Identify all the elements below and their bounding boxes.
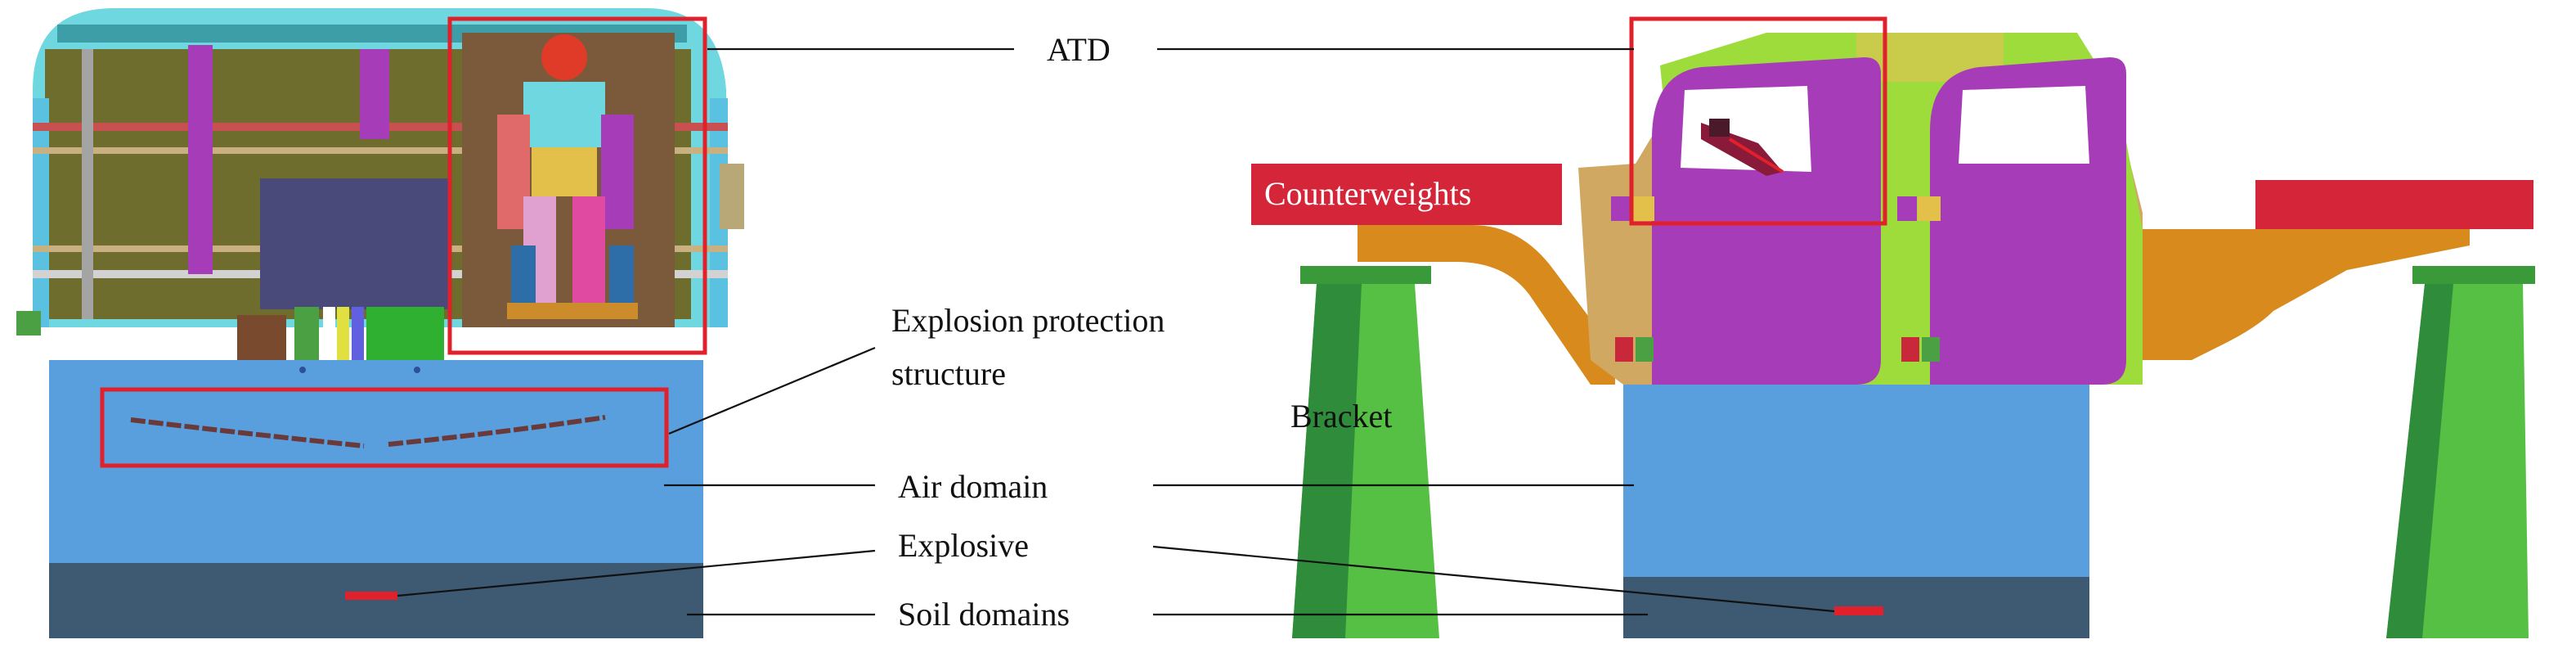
- side-seat-front: [1652, 57, 1881, 385]
- label-explosive: Explosive: [898, 527, 1029, 564]
- front-protection-highlight-box: [100, 387, 669, 468]
- front-view-model: [16, 8, 744, 638]
- right-counterweight: [2255, 180, 2533, 229]
- front-explosion-protection-structure: [130, 415, 606, 448]
- leader-lines: [397, 47, 1835, 616]
- side-air-domain: [1623, 376, 2089, 577]
- side-atd-highlight-box: [1629, 16, 1887, 226]
- left-support-arm: [1358, 225, 1615, 385]
- right-bracket: [2386, 266, 2535, 638]
- side-seat-rear: [1930, 57, 2126, 385]
- explosive-leader-right: [1152, 545, 1835, 613]
- left-bracket: [1292, 266, 1439, 638]
- side-view-model: [1251, 16, 2535, 638]
- right-support-arm: [2077, 229, 2470, 360]
- label-explosion-protection-line2: structure: [891, 355, 1006, 392]
- front-explosive-charge: [345, 592, 397, 600]
- front-atd-dummy: [462, 33, 675, 327]
- label-bracket: Bracket: [1290, 398, 1392, 435]
- left-counterweight: [1251, 164, 1562, 225]
- labels: ATD Explosion protection structure Air d…: [891, 31, 1471, 633]
- front-soil-domain: [49, 563, 703, 638]
- label-air-domain: Air domain: [898, 468, 1048, 505]
- side-explosive-charge: [1834, 606, 1883, 615]
- protection-leader: [668, 346, 876, 435]
- front-air-domain: [49, 360, 703, 563]
- label-counterweights: Counterweights: [1264, 175, 1471, 212]
- front-atd-highlight-box: [447, 16, 707, 355]
- side-atd-dummy: [1701, 119, 1784, 176]
- label-soil-domains: Soil domains: [898, 596, 1070, 633]
- label-explosion-protection-line1: Explosion protection: [891, 302, 1165, 339]
- explosive-leader-left: [397, 549, 876, 597]
- label-atd: ATD: [1047, 31, 1111, 68]
